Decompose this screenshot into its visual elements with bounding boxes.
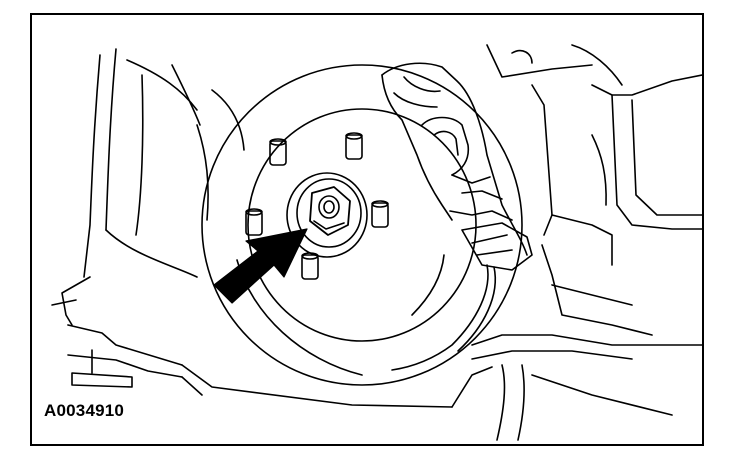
wheel-hub-illustration	[51, 44, 702, 441]
wheel-stud-top-right	[345, 132, 363, 160]
indicator-arrow	[213, 228, 308, 304]
wheel-well-panel	[51, 48, 453, 408]
wheel-stud-right	[371, 200, 389, 228]
wheel-stud-left	[245, 208, 263, 236]
hub-assembly	[286, 172, 368, 258]
body-structure-right	[411, 44, 702, 441]
brake-rotor	[201, 64, 523, 386]
wheel-stud-bottom	[301, 252, 319, 280]
figure-id-label: A0034910	[44, 401, 125, 420]
brake-caliper	[381, 62, 533, 371]
illustration-frame: A0034910	[30, 13, 704, 446]
wheel-stud-top-left	[269, 138, 287, 166]
wheel-studs	[245, 132, 389, 280]
